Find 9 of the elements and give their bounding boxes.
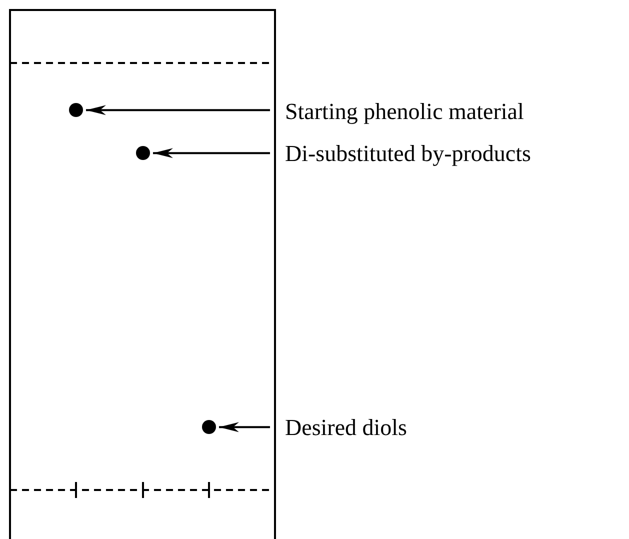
arrow [86, 105, 270, 116]
sample-spot [136, 146, 150, 160]
sample-spot [202, 420, 216, 434]
callout-label: Starting phenolic material [270, 98, 625, 126]
arrow [219, 422, 270, 432]
arrow [153, 148, 270, 158]
sample-spot [69, 103, 83, 117]
callout-label: Di-substituted by-products [270, 140, 625, 168]
callout-label: Desired diols [270, 414, 470, 442]
